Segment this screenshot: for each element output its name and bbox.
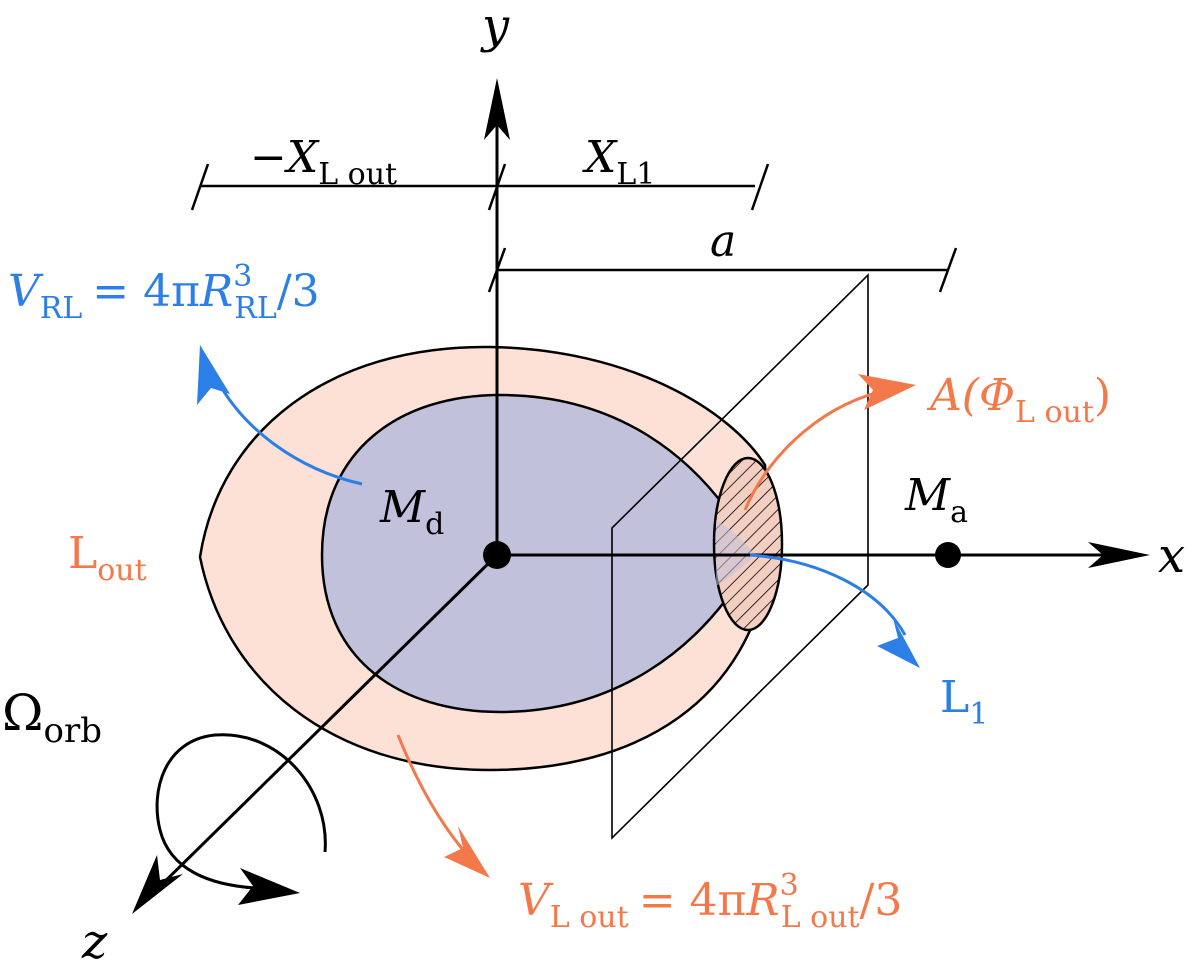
v-lout-arrow [396, 734, 472, 859]
z-axis-line [146, 553, 499, 900]
l1-plane [611, 273, 869, 840]
x-dimension-center-tick [487, 163, 507, 211]
a-phi-arrowhead [858, 374, 916, 410]
donor-mass-dot [483, 541, 511, 569]
a-phi-label: A(ΦL out) [926, 370, 1111, 430]
inner-lobe-tip [716, 520, 755, 586]
a-phi-arrow [743, 388, 891, 511]
rotation-arc [155, 733, 327, 890]
a-dimension-left-tick [487, 247, 507, 293]
x-axis-label: x [1158, 528, 1185, 584]
l1-label: L1 [940, 672, 988, 732]
x-dimension-left-tick [190, 163, 210, 211]
v-rl-arrowhead [197, 345, 230, 405]
v-lout-arrowhead [444, 826, 490, 878]
x-axis-arrowhead [1088, 542, 1150, 568]
y-axis-label: y [480, 0, 510, 54]
z-axis-arrowhead [132, 855, 183, 914]
x-dimension-right-tick [750, 163, 770, 211]
omega-orb-label: Ωorb [2, 684, 102, 751]
neg-x-lout-label: −XL out [250, 132, 397, 192]
z-axis-label: z [81, 914, 108, 966]
l1-arrowhead [877, 618, 920, 668]
l1-arrow [749, 553, 907, 636]
m-d-label: Md [379, 482, 444, 542]
y-axis-arrowhead [484, 78, 510, 140]
hatched-cross-section [712, 456, 784, 632]
a-label: a [710, 216, 736, 267]
l-out-label: Lout [68, 528, 147, 588]
rotation-arrowhead [238, 868, 300, 905]
accretor-mass-dot [935, 542, 961, 568]
m-a-label: Ma [904, 470, 968, 530]
x-l1-label: XL1 [582, 132, 655, 192]
a-dimension-right-tick [938, 247, 958, 293]
